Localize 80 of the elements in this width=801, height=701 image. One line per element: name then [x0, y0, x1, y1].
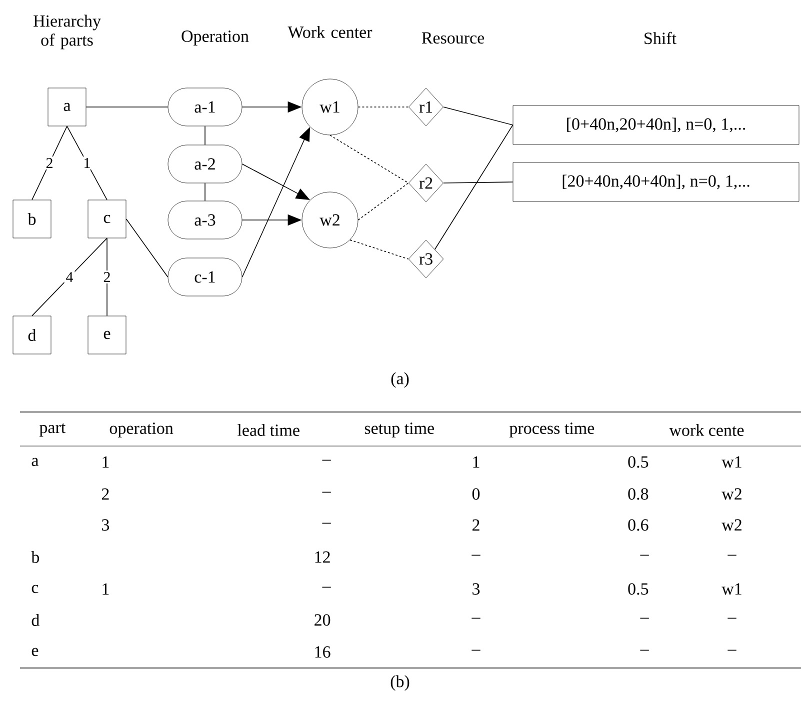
- edge-label: 1: [82, 156, 92, 170]
- part-box: d: [12, 316, 52, 354]
- table-cell: 2: [472, 519, 480, 531]
- table-cell: –: [640, 618, 649, 619]
- table-header: work cente: [669, 424, 744, 436]
- table-cell: 16: [315, 646, 330, 658]
- table-header: process time: [509, 422, 594, 438]
- table-cell: d: [32, 614, 40, 626]
- edge-label: 2: [102, 270, 112, 284]
- table-cell: 2: [102, 488, 109, 500]
- table-cell: 3: [472, 583, 480, 595]
- table-cell: –: [640, 554, 649, 556]
- table-cell: c: [32, 584, 38, 594]
- table-cell: –: [640, 650, 649, 651]
- dotted-line: [350, 240, 409, 260]
- table-cell: –: [472, 650, 480, 651]
- connector-line: [32, 126, 68, 200]
- shift-box: [20+40n,40+40n], n=0, 1,...: [512, 162, 800, 202]
- shift-box: [0+40n,20+40n], n=0, 1,...: [512, 105, 800, 145]
- table-header: part: [39, 423, 66, 437]
- connector-line: [443, 182, 514, 184]
- operation-box: c-1: [168, 258, 242, 296]
- table-cell: –: [728, 554, 736, 556]
- table-cell: 0.6: [628, 519, 648, 531]
- column-heading: Hierarchy of parts: [34, 14, 101, 50]
- panel-label: (b): [390, 675, 410, 691]
- table-cell: 1: [102, 583, 109, 595]
- table-cell: –: [728, 618, 736, 619]
- table-header: operation: [110, 422, 174, 438]
- table-cell: w2: [722, 519, 742, 531]
- table-cell: 0.5: [628, 583, 648, 595]
- table-cell: 1: [102, 456, 109, 468]
- table-cell: –: [322, 522, 331, 524]
- edge-label: 4: [64, 270, 75, 284]
- connector-line: [32, 238, 108, 316]
- table-cell: b: [31, 551, 40, 563]
- table-cell: 20: [314, 614, 330, 626]
- part-box: e: [88, 316, 126, 354]
- connector-line: [204, 182, 206, 202]
- table-cell: w1: [722, 456, 742, 468]
- table-cell: –: [322, 586, 331, 588]
- connector-line: [443, 106, 514, 126]
- dotted-line: [358, 182, 409, 220]
- table-cell: 3: [102, 519, 110, 531]
- table-cell: e: [32, 648, 38, 656]
- table-cell: w2: [722, 488, 742, 500]
- connector-line: [434, 124, 514, 250]
- table-cell: 1: [473, 456, 480, 468]
- table-cell: a: [32, 458, 39, 466]
- table-cell: 0.8: [628, 488, 648, 500]
- connector-line: [66, 126, 108, 200]
- operation-box: a-1: [168, 88, 242, 126]
- table-header: lead time: [238, 424, 300, 436]
- table-cell: 12: [315, 551, 330, 563]
- table-cell: –: [322, 460, 331, 461]
- table-cell: 0: [472, 488, 480, 500]
- table-cell: –: [322, 492, 331, 493]
- part-box: a: [48, 88, 86, 126]
- part-box: b: [12, 200, 52, 238]
- operation-box: a-3: [168, 200, 242, 240]
- table-cell: 0.5: [628, 456, 648, 468]
- dotted-line: [358, 106, 409, 108]
- table-cell: –: [472, 618, 480, 619]
- operation-box: a-2: [168, 144, 242, 184]
- column-heading: Shift: [644, 32, 676, 44]
- column-heading: Resource: [422, 32, 484, 44]
- table-cell: –: [472, 554, 480, 556]
- table-cell: w1: [722, 583, 742, 595]
- connector-line: [204, 126, 206, 146]
- connector-line: [86, 106, 168, 108]
- connector-line: [126, 218, 168, 278]
- column-heading: Work center: [288, 26, 372, 38]
- dotted-line: [330, 134, 409, 184]
- panel-label: (a): [391, 372, 409, 388]
- table-header: setup time: [364, 422, 434, 438]
- table-cell: –: [728, 650, 736, 651]
- part-box: c: [88, 200, 126, 238]
- column-heading: Operation: [182, 30, 249, 46]
- edge-label: 2: [44, 156, 55, 170]
- connector-line: [106, 238, 108, 316]
